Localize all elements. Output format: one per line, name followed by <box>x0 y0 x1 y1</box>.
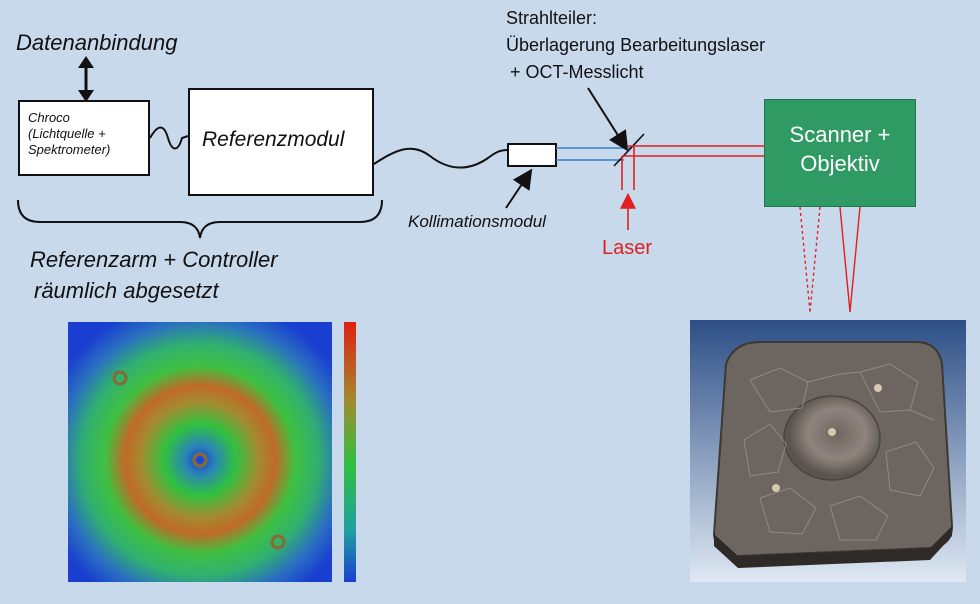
strahlteiler-label-line3: + OCT-Messlicht <box>510 62 644 82</box>
laser-label: Laser <box>602 237 653 259</box>
laser-beam <box>621 145 764 190</box>
strahlteiler-label-line2: Überlagerung Bearbeitungslaser <box>506 35 766 55</box>
workpiece-photo <box>690 320 966 582</box>
chroco-box: Chroco (Lichtquelle + Spektrometer) <box>18 100 150 176</box>
strahlteiler-arrow <box>587 87 629 152</box>
fiber-cable <box>373 147 509 169</box>
referenzmodul-label: Referenzmodul <box>202 128 345 151</box>
oct-heatmap-image <box>68 322 332 582</box>
pin-marker <box>112 370 128 386</box>
referenzarm-label-line1: Referenzarm + Controller <box>30 247 278 272</box>
datenanbindung-label: Datenanbindung <box>16 30 178 55</box>
scanner-objektiv-box: Scanner + Objektiv <box>764 99 916 207</box>
kollimationsmodul-label: Kollimationsmodul <box>408 212 546 231</box>
beam-splitter-mirror <box>613 133 645 167</box>
fiber-wave-short <box>149 126 189 150</box>
scanner-label: Scanner + Objektiv <box>789 122 891 176</box>
referenzarm-brace <box>17 199 383 239</box>
strahlteiler-label-line1: Strahlteiler: <box>506 8 598 28</box>
heatmap-colorbar <box>344 322 356 582</box>
pin-marker <box>270 534 286 550</box>
double-vertical-arrow-icon <box>78 56 94 102</box>
focus-beams <box>799 206 861 313</box>
chroco-label: Chroco (Lichtquelle + Spektrometer) <box>28 110 111 157</box>
pin-marker <box>192 452 208 468</box>
referenzmodul-box: Referenzmodul <box>188 88 374 196</box>
referenzarm-label-line2: räumlich abgesetzt <box>34 278 219 303</box>
collimator-module <box>507 143 557 167</box>
kollimation-arrow <box>505 168 533 209</box>
